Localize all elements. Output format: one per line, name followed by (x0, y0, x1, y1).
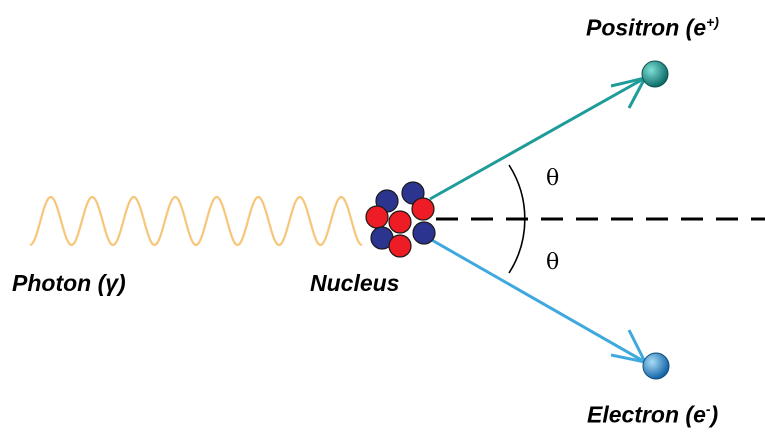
electron-trajectory (429, 237, 646, 364)
angle-label-bottom: θ (546, 250, 560, 275)
electron-label-text: Electron (e (587, 401, 706, 428)
positron-particle-icon (641, 60, 669, 88)
photon-label: Photon (γ) (12, 270, 126, 296)
positron-charge: +) (706, 14, 719, 30)
nucleus-icon (365, 181, 436, 258)
angle-arc (508, 164, 526, 274)
photon-wave-icon (29, 195, 363, 247)
positron-label-text: Positron (e (586, 14, 707, 41)
neutron (412, 221, 436, 245)
electron-label: Electron (e-) (587, 401, 718, 429)
electron-charge: - (705, 401, 711, 417)
electron-label-close: ) (710, 401, 719, 428)
proton (388, 234, 412, 258)
nucleus-label: Nucleus (310, 270, 400, 296)
electron-particle-icon (642, 352, 670, 380)
positron-label: Positron (e+) (586, 14, 719, 42)
proton (388, 210, 412, 234)
proton (411, 197, 435, 221)
angle-label-top: θ (546, 166, 560, 191)
proton (365, 205, 389, 229)
positron-trajectory (429, 76, 646, 201)
